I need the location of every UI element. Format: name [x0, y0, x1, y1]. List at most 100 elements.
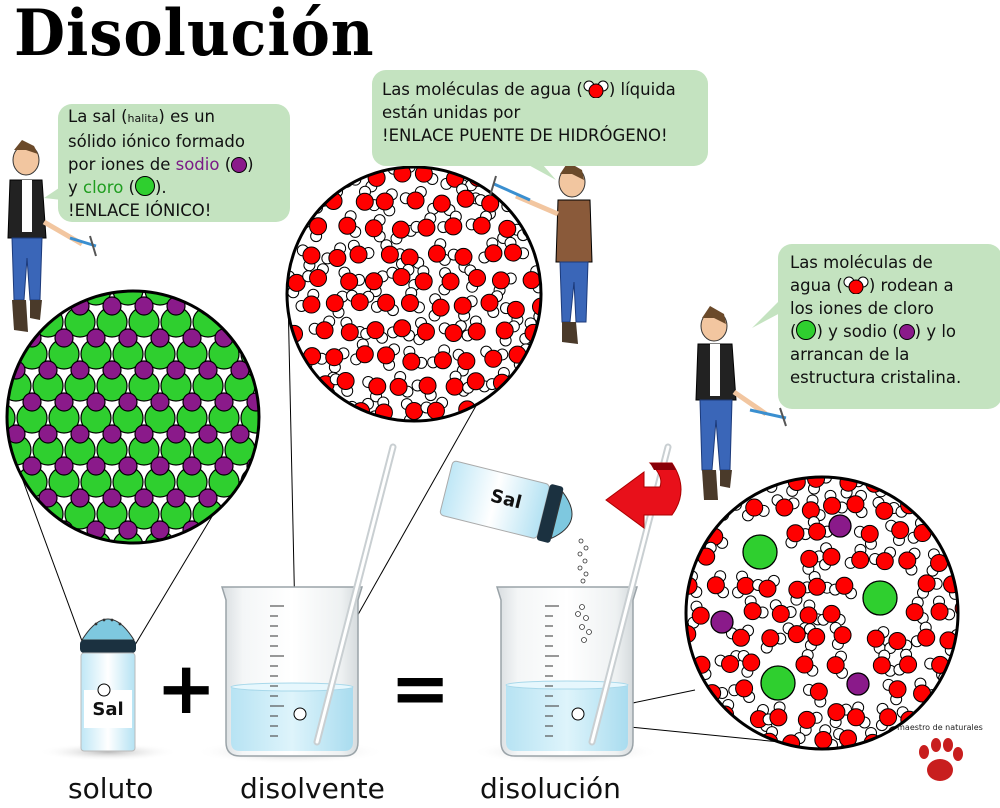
speech-bubble-water: Las moléculas de agua () líquida están u… — [372, 70, 708, 166]
sodium-ion — [119, 393, 137, 411]
hydrogen-atom — [295, 408, 306, 419]
oxygen-atom — [800, 607, 817, 624]
oxygen-atom — [356, 193, 373, 210]
oxygen-atom — [445, 325, 462, 342]
chlorine-ion — [257, 371, 287, 401]
chlorine-ion — [241, 531, 271, 561]
oxygen-atom — [317, 169, 334, 186]
sodium-ion — [199, 425, 217, 443]
pour-arrow — [606, 463, 681, 528]
sodium-ion — [103, 425, 121, 443]
oxygen-atom — [957, 654, 974, 671]
oxygen-atom — [481, 294, 498, 311]
oxygen-atom — [442, 273, 459, 290]
sodium-ion — [231, 553, 249, 571]
oxygen-atom — [683, 684, 700, 701]
sodium-ion — [39, 553, 57, 571]
hydrogen-atom — [908, 732, 919, 743]
chlorine-ion — [0, 531, 15, 561]
sodium-ion — [327, 489, 345, 507]
oxygen-atom — [737, 577, 754, 594]
hydrogen-atom — [710, 712, 721, 723]
sodium-ion — [199, 553, 217, 571]
oxygen-atom — [485, 245, 502, 262]
oxygen-atom — [678, 523, 695, 540]
oxygen-atom — [286, 378, 303, 395]
sodium-ion — [829, 515, 851, 537]
hydrogen-atom — [945, 497, 956, 508]
sodium-ion — [183, 457, 201, 475]
sodium-ion — [23, 585, 41, 603]
sodium-ion — [0, 521, 9, 539]
oxygen-atom — [486, 404, 503, 421]
oxygen-atom — [492, 272, 509, 289]
oxygen-atom — [428, 245, 445, 262]
oxygen-atom — [467, 373, 484, 390]
chlorine-ion — [305, 403, 335, 433]
oxygen-atom — [899, 552, 916, 569]
hydrogen-atom — [497, 413, 508, 424]
hydrogen-atom — [337, 164, 348, 175]
chlorine-ion — [0, 339, 15, 369]
chlorine-ion — [761, 666, 795, 700]
hydrogen-atom — [518, 174, 529, 185]
oxygen-atom — [801, 550, 818, 567]
sodium-ion — [151, 393, 169, 411]
oxygen-atom — [329, 249, 346, 266]
oxygen-atom — [787, 525, 804, 542]
oxygen-atom — [469, 269, 486, 286]
chlorine-ion — [863, 581, 897, 615]
oxygen-atom — [339, 217, 356, 234]
chlorine-ion — [273, 531, 303, 561]
sodium-ion — [135, 553, 153, 571]
hydrogen-atom — [549, 346, 560, 357]
oxygen-atom — [876, 553, 893, 570]
hydrogen-atom — [704, 697, 715, 708]
oxygen-atom — [886, 734, 903, 751]
chlorine-ion — [1, 499, 31, 529]
oxygen-atom — [367, 322, 384, 339]
hydrogen-atom — [695, 690, 706, 701]
caption-soluto: soluto — [68, 772, 153, 805]
sodium-ion — [135, 297, 153, 315]
hydrogen-atom — [959, 613, 970, 624]
oxygen-atom — [823, 605, 840, 622]
sodium-ion — [167, 617, 185, 635]
chlorine-ion — [321, 499, 351, 529]
equals-sign: = — [390, 652, 450, 724]
oxygen-atom — [401, 249, 418, 266]
oxygen-atom — [506, 399, 523, 416]
sodium-ion — [167, 361, 185, 379]
chlorine-ion — [743, 535, 777, 569]
hydrogen-atom — [958, 733, 969, 744]
hydrogen-atom — [520, 384, 531, 395]
hydrogen-atom — [963, 666, 974, 677]
oxygen-atom — [446, 378, 463, 395]
sodium-ion — [167, 425, 185, 443]
oxygen-atom — [762, 630, 779, 647]
hydrogen-atom — [874, 470, 885, 481]
chlorine-ion — [273, 403, 303, 433]
sodium-ion — [215, 393, 233, 411]
oxygen-atom — [403, 353, 420, 370]
oxygen-atom — [802, 502, 819, 519]
sodium-ion — [23, 521, 41, 539]
oxygen-atom — [521, 372, 538, 389]
sodium-ion — [55, 457, 73, 475]
oxygen-atom — [836, 577, 853, 594]
salt-shaker — [80, 619, 136, 751]
chlorine-ion — [209, 275, 239, 305]
sodium-ion — [151, 521, 169, 539]
oxygen-atom — [827, 657, 844, 674]
hydrogen-atom — [954, 471, 965, 482]
sodium-ion — [295, 425, 313, 443]
oxygen-atom — [341, 324, 358, 341]
oxygen-atom — [918, 575, 935, 592]
speech-bubble-solution: Las moléculas de agua () rodean a los io… — [778, 244, 1000, 409]
chlorine-ion — [273, 467, 303, 497]
oxygen-atom — [876, 502, 893, 519]
chlorine-ion — [289, 435, 319, 465]
chlorine-ion — [193, 563, 223, 593]
sodium-ion — [231, 425, 249, 443]
hydrogen-atom — [330, 170, 341, 181]
